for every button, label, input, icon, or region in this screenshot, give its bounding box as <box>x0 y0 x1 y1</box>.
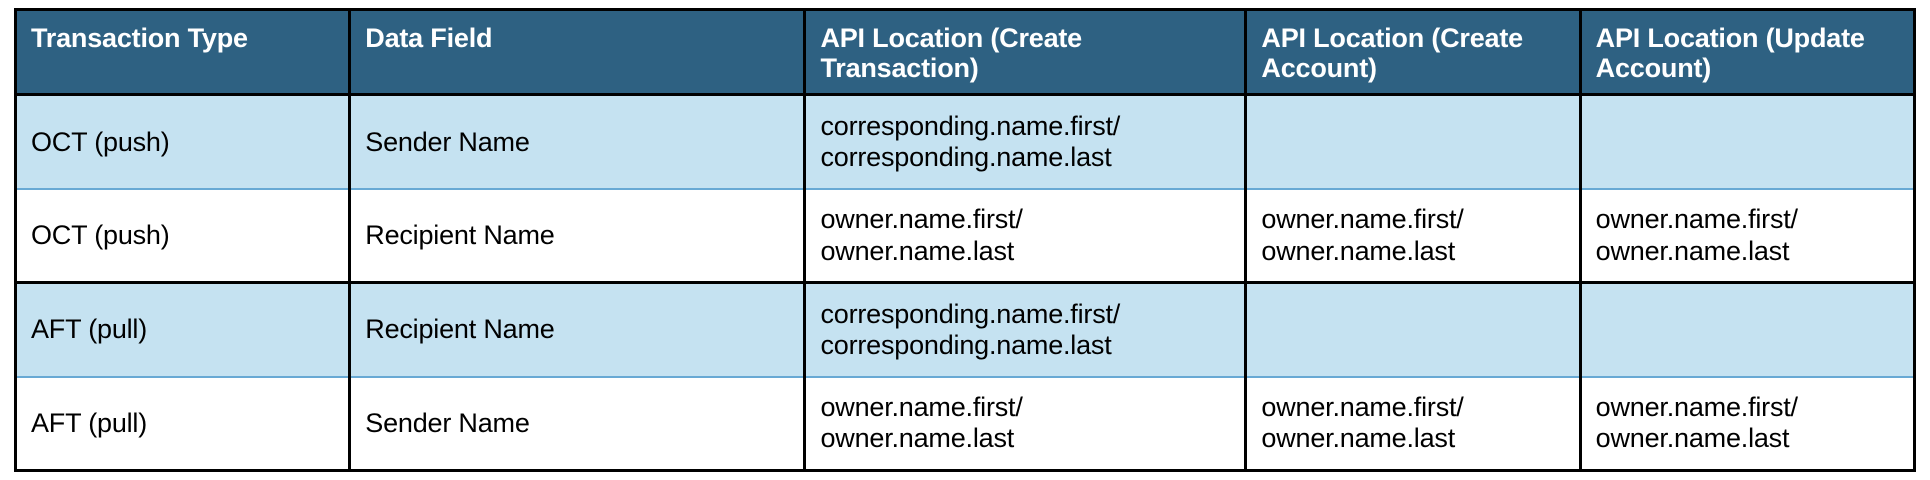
table-row: AFT (pull) Sender Name owner.name.first/… <box>15 376 1915 471</box>
cell-create-transaction: owner.name.first/ owner.name.last <box>804 188 1248 285</box>
table-body: OCT (push) Sender Name corresponding.nam… <box>15 94 1915 471</box>
cell-create-account <box>1245 94 1582 190</box>
cell-create-transaction: corresponding.name.first/ corresponding.… <box>804 282 1248 378</box>
table-header: Transaction Type Data Field API Location… <box>15 9 1915 97</box>
cell-update-account <box>1580 282 1915 378</box>
cell-transaction-type: OCT (push) <box>15 188 352 285</box>
column-header-transaction-type: Transaction Type <box>15 9 352 97</box>
cell-update-account <box>1580 94 1915 190</box>
cell-data-field: Recipient Name <box>349 282 807 378</box>
cell-data-field: Recipient Name <box>349 188 807 285</box>
column-header-api-location-create-transaction: API Location (Create Transaction) <box>804 9 1248 97</box>
cell-create-account <box>1245 282 1582 378</box>
cell-transaction-type: AFT (pull) <box>15 282 352 378</box>
cell-data-field: Sender Name <box>349 376 807 471</box>
cell-update-account: owner.name.first/ owner.name.last <box>1580 376 1915 471</box>
column-header-data-field: Data Field <box>349 9 807 97</box>
cell-create-account: owner.name.first/ owner.name.last <box>1245 188 1582 285</box>
cell-create-transaction: owner.name.first/ owner.name.last <box>804 376 1248 471</box>
cell-transaction-type: OCT (push) <box>15 94 352 190</box>
cell-transaction-type: AFT (pull) <box>15 376 352 471</box>
header-row: Transaction Type Data Field API Location… <box>15 9 1915 97</box>
column-header-api-location-update-account: API Location (Update Account) <box>1580 9 1915 97</box>
table-row: AFT (pull) Recipient Name corresponding.… <box>15 282 1915 378</box>
cell-update-account: owner.name.first/ owner.name.last <box>1580 188 1915 285</box>
cell-create-transaction: corresponding.name.first/ corresponding.… <box>804 94 1248 190</box>
column-header-api-location-create-account: API Location (Create Account) <box>1245 9 1582 97</box>
cell-data-field: Sender Name <box>349 94 807 190</box>
table-row: OCT (push) Sender Name corresponding.nam… <box>15 94 1915 190</box>
table-container: Transaction Type Data Field API Location… <box>14 8 1916 472</box>
table-row: OCT (push) Recipient Name owner.name.fir… <box>15 188 1915 285</box>
cell-create-account: owner.name.first/ owner.name.last <box>1245 376 1582 471</box>
transaction-api-location-table: Transaction Type Data Field API Location… <box>14 8 1916 472</box>
